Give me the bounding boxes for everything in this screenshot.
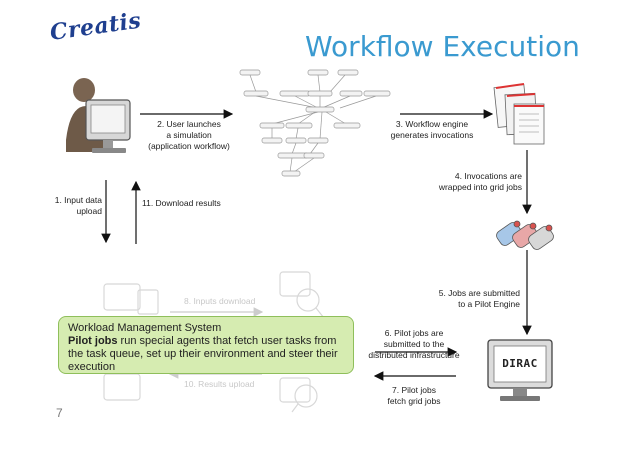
step-11-label: 11. Download results (142, 198, 221, 208)
wms-body-text: run special agents that fetch user tasks… (68, 335, 338, 373)
step-10-label: 10. Results upload (184, 379, 255, 389)
pilot-engine-computer-icon (487, 339, 553, 401)
wms-title: Workload Management System (68, 322, 222, 334)
step-3-label: 3. Workflow engine generates invocations (390, 119, 474, 140)
step-8-label: 8. Inputs download (184, 296, 256, 306)
ghost-worker-nodes (103, 271, 325, 413)
workflow-graph-nodes (239, 69, 391, 177)
ghost-arrows (168, 307, 264, 379)
workflow-graph (249, 74, 377, 173)
step-5-label: 5. Jobs are submitted to a Pilot Engine (438, 288, 520, 309)
dirac-logo: DIRAC (502, 357, 538, 370)
wms-bold-text: Pilot jobs (68, 335, 118, 347)
step-7-label: 7. Pilot jobs fetch grid jobs (387, 385, 441, 406)
step-1-label: 1. Input data upload (54, 195, 102, 216)
wms-callout: Workload Management System Pilot jobs ru… (58, 316, 354, 374)
page-number: 7 (56, 406, 63, 420)
flow-arrows (101, 109, 532, 381)
step-2-label: 2. User launches a simulation (applicati… (148, 119, 230, 151)
step-6-label: 6. Pilot jobs are submitted to the distr… (368, 328, 460, 360)
user-computer-icon (66, 78, 131, 153)
slide-title: Workflow Execution (305, 30, 580, 63)
invocations-documents-icon (493, 83, 545, 145)
step-4-label: 4. Invocations are wrapped into grid job… (438, 171, 522, 192)
grid-jobs-icon (496, 220, 554, 250)
